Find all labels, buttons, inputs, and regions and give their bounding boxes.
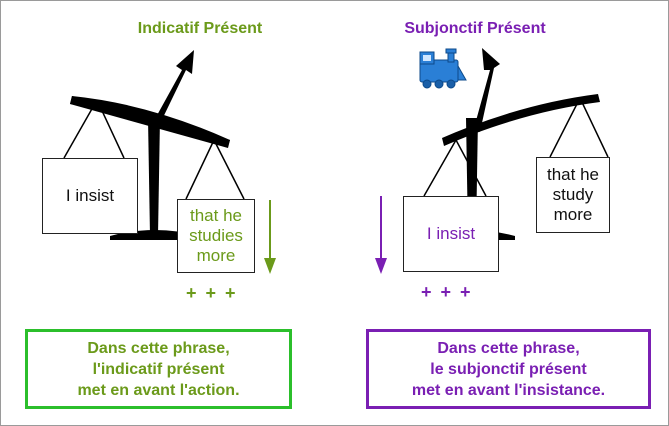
explanation-line: Dans cette phrase, [437,339,580,357]
emphasis-marks-right: + + + [421,282,473,302]
train-icon [419,48,467,89]
explanation-line: met en avant l'action. [77,381,240,399]
title-subjonctif: Subjonctif Présent [404,20,546,37]
pan-box-line: studies [189,226,243,245]
pan-box-left-action: that he studies more [177,199,255,273]
pan-box-right-insist: I insist [403,196,499,272]
explanation-box-indicatif: Dans cette phrase, l'indicatif présent m… [25,329,292,409]
title-indicatif: Indicatif Présent [137,20,263,37]
explanation-line: l'indicatif présent [92,360,225,378]
explanation-line: Dans cette phrase, [87,339,230,357]
pan-box-line: that he [547,165,599,184]
explanation-line: met en avant l'insistance. [411,381,606,399]
pan-box-line: study [552,185,594,204]
pan-box-right-action: that he study more [536,157,610,233]
down-arrow-left-icon [264,200,276,274]
pan-box-text: I insist [65,186,115,205]
emphasis-marks-left: + + + [186,283,238,303]
pan-box-text: I insist [426,224,476,243]
pan-box-line: more [196,246,236,265]
down-arrow-right-icon [375,196,387,274]
explanation-box-subjonctif: Dans cette phrase, le subjonctif présent… [366,329,651,409]
explanation-line: le subjonctif présent [430,360,587,378]
pan-box-line: that he [190,206,242,225]
pan-box-left-insist: I insist [42,158,138,234]
pan-box-line: more [553,205,593,224]
